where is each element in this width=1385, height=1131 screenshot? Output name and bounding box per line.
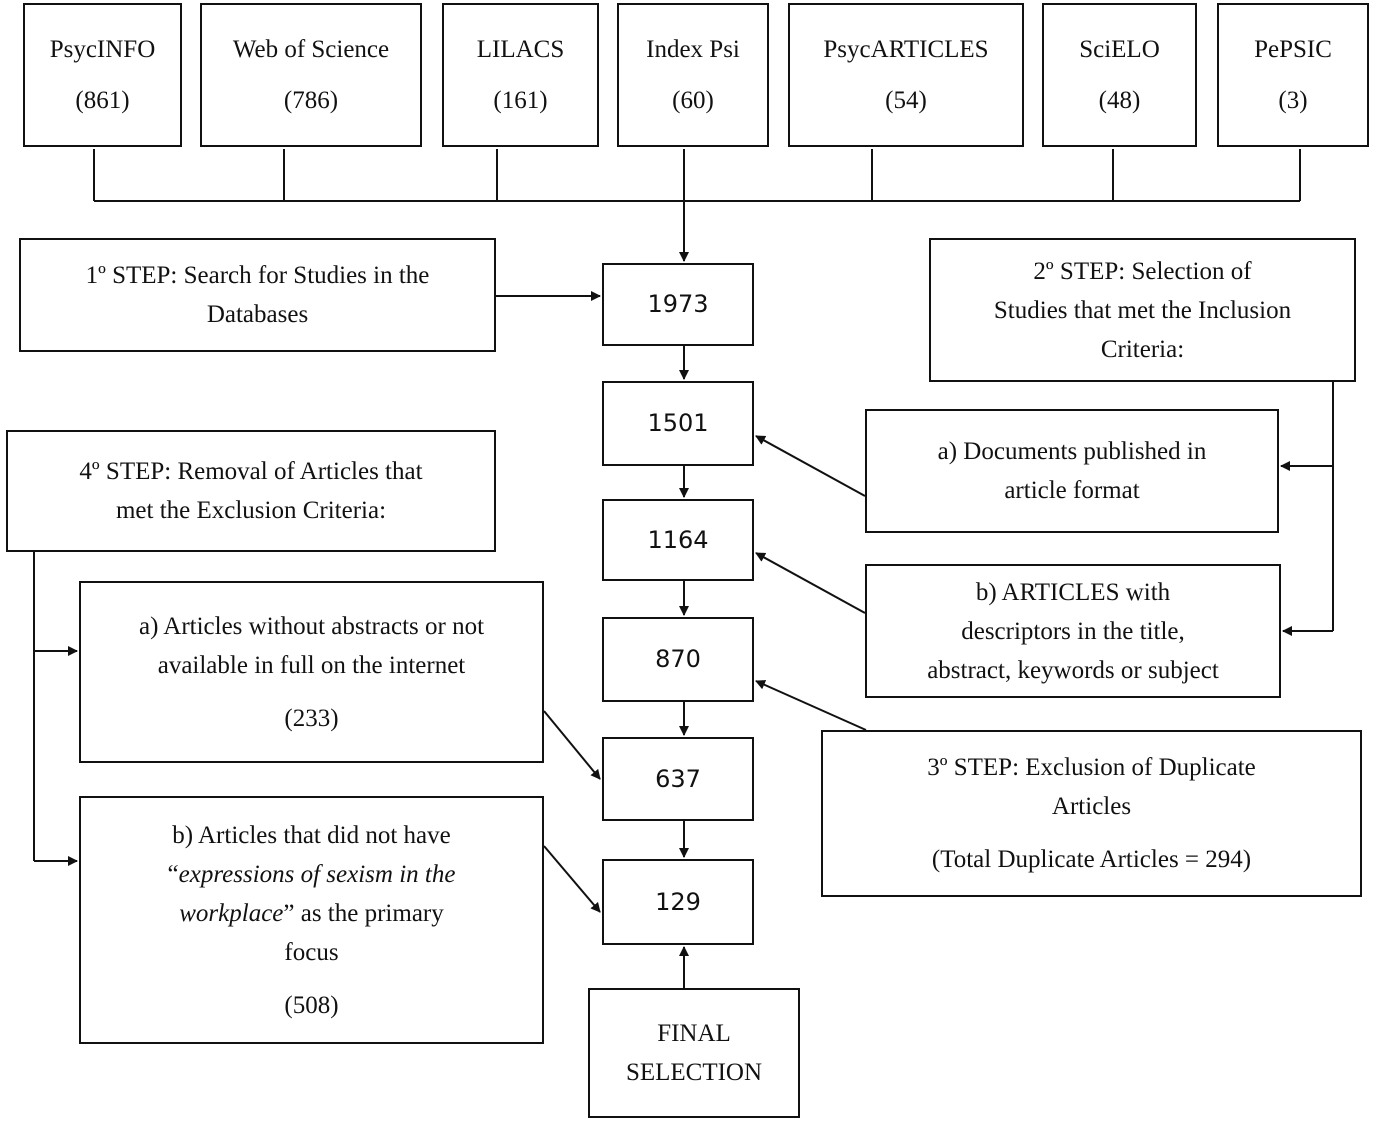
database-name: LILACS [476,36,565,63]
database-name: Web of Science [232,36,390,63]
count-box-637: 637 [602,737,754,821]
step2-box: 2º STEP: Selection of Studies that met t… [929,238,1356,382]
italic-phrase-2: workplace [179,899,284,927]
step4-box: 4º STEP: Removal of Articles that met th… [6,430,496,552]
open-quote: “ [167,860,179,888]
step4a-line1: a) Articles without abstracts or not [138,612,485,640]
database-box-lilacs: LILACS (161) [442,3,599,147]
step2a-to-1501-arrow [755,435,866,497]
italic-phrase-1: expressions of sexism in the [178,860,456,888]
step3-box: 3º STEP: Exclusion of Duplicate Articles… [821,730,1362,897]
database-box-scielo: SciELO (48) [1042,3,1197,147]
database-box-psycinfo: PsycINFO (861) [23,3,182,147]
step2a-box: a) Documents published in article format [865,409,1279,533]
database-name: PsycARTICLES [823,36,989,63]
step4b-line3: workplace” as the primary [179,894,444,933]
step4b-line1: b) Articles that did not have [172,821,451,849]
step4-line1: 4º STEP: Removal of Articles that [79,458,423,485]
step2b-to-1164-arrow [755,552,866,614]
step4b-box: b) Articles that did not have “expressio… [79,796,544,1044]
step4-line2: met the Exclusion Criteria: [115,497,387,524]
count-box-1501: 1501 [602,381,754,466]
count-value: 1164 [647,525,709,554]
step2-line3: Criteria: [1100,335,1185,363]
step1-line2: Databases [206,301,309,328]
count-box-129: 129 [602,859,754,945]
step3-line1: 3º STEP: Exclusion of Duplicate [927,754,1256,781]
count-value: 870 [655,645,701,673]
database-box-pepsic: PePSIC (3) [1217,3,1369,147]
database-count: (861) [75,87,130,114]
database-count: (48) [1098,87,1141,114]
step4a-box: a) Articles without abstracts or not ava… [79,581,544,763]
database-count: (54) [885,87,927,114]
database-count: (786) [283,87,339,114]
database-name: SciELO [1079,36,1160,63]
count-value: 1973 [647,290,709,318]
database-name: PePSIC [1254,36,1332,63]
count-box-870: 870 [602,617,754,702]
step4b-to-129-arrow [543,845,601,913]
step4b-count: (508) [284,991,339,1019]
step2a-line1: a) Documents published in [937,438,1207,465]
database-count: (60) [672,87,714,114]
step2b-line1: b) ARTICLES with [975,578,1171,606]
count-value: 1501 [647,409,709,437]
step4a-to-637-arrow [543,710,601,780]
count-box-1164: 1164 [602,499,754,581]
database-name: PsycINFO [49,36,156,63]
line3-post: ” as the primary [283,899,444,927]
database-count: (161) [493,87,548,114]
step3-line2: Articles [1051,793,1132,820]
step2b-line2: descriptors in the title, [961,617,1185,645]
count-value: 129 [655,887,701,916]
step4a-line2: available in full on the internet [157,651,466,679]
step2b-box: b) ARTICLES with descriptors in the titl… [865,564,1281,698]
count-value: 637 [655,764,701,793]
database-name: Index Psi [646,36,740,63]
step3-to-870-arrow [755,680,867,731]
step2-line2: Studies that met the Inclusion [993,296,1292,324]
step2-line1: 2º STEP: Selection of [1033,257,1252,285]
database-count: (3) [1278,87,1308,114]
database-box-psycarticles: PsycARTICLES (54) [788,3,1024,147]
database-box-index-psi: Index Psi (60) [617,3,769,147]
final-line2: SELECTION [625,1059,763,1086]
step4b-line4: focus [284,938,339,966]
step3-total: (Total Duplicate Articles = 294) [931,846,1252,873]
database-box-web-of-science: Web of Science (786) [200,3,422,147]
step1-line1: 1º STEP: Search for Studies in the [85,262,430,289]
step1-box: 1º STEP: Search for Studies in the Datab… [19,238,496,352]
step4a-count: (233) [284,704,339,732]
final-line1: FINAL [657,1020,731,1047]
step2a-line2: article format [1004,477,1140,504]
step4b-line2: “expressions of sexism in the [168,855,456,894]
count-box-1973: 1973 [602,263,754,346]
step2b-line3: abstract, keywords or subject [927,656,1219,684]
final-selection-box: FINAL SELECTION [588,988,800,1118]
